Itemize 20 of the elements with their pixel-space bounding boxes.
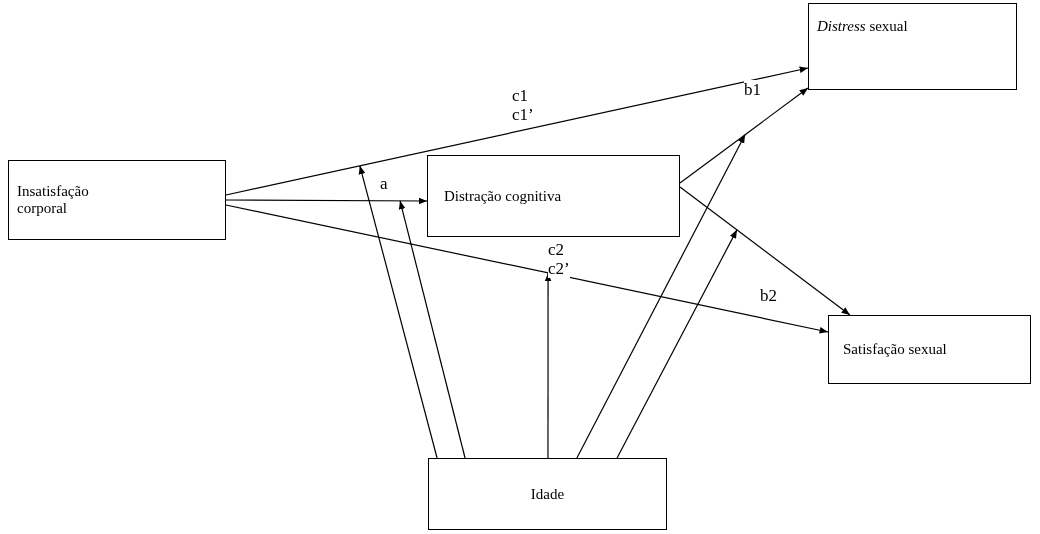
moderation-arrow xyxy=(544,272,552,459)
variable-box xyxy=(828,315,1031,384)
moderation-arrow xyxy=(358,165,438,459)
arrow xyxy=(225,66,809,196)
moderation-arrow xyxy=(616,229,738,459)
arrow xyxy=(225,197,428,205)
variable-box xyxy=(428,458,667,530)
variable-name: Insatisfação corporal xyxy=(17,183,90,217)
variable-box xyxy=(427,155,680,237)
moderation-arrow xyxy=(398,200,466,459)
variable-name: Satisfação sexual xyxy=(843,341,947,358)
arrow xyxy=(679,186,851,316)
moderation-arrow xyxy=(576,134,746,459)
variable-name: Idade xyxy=(530,485,565,503)
variable-box xyxy=(808,3,1017,90)
variable-box xyxy=(8,160,226,240)
variable-name: Distração cognitiva xyxy=(444,187,562,205)
variable-name: Distress sexual xyxy=(817,18,908,35)
arrow xyxy=(679,87,809,184)
arrow xyxy=(225,204,829,334)
